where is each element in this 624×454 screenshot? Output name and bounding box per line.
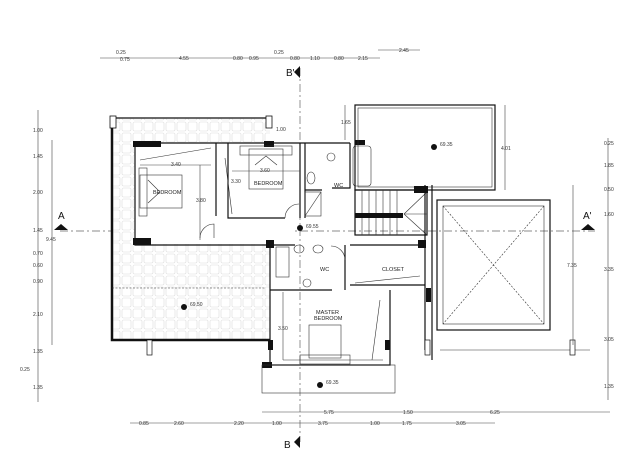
svg-text:0.70: 0.70 [33, 251, 43, 257]
svg-text:0.95: 0.95 [249, 56, 259, 62]
svg-text:1.50: 1.50 [403, 410, 413, 416]
svg-text:B': B' [286, 68, 295, 79]
svg-text:A: A [58, 211, 65, 222]
room-label: BEDROOM [314, 316, 343, 322]
svg-text:69.55: 69.55 [306, 224, 319, 230]
svg-text:9.45: 9.45 [46, 237, 56, 243]
svg-text:2.45: 2.45 [399, 48, 409, 54]
svg-text:1.35: 1.35 [604, 384, 614, 390]
svg-text:3.05: 3.05 [604, 337, 614, 343]
svg-text:2.10: 2.10 [33, 312, 43, 318]
svg-text:3.35: 3.35 [604, 267, 614, 273]
svg-text:A': A' [583, 211, 592, 222]
svg-text:0.25: 0.25 [116, 50, 126, 56]
svg-text:69.35: 69.35 [326, 380, 339, 386]
svg-text:0.80: 0.80 [233, 56, 243, 62]
svg-text:0.60: 0.60 [33, 263, 43, 269]
open-void [436, 199, 551, 331]
section-marker-b: B [284, 436, 300, 451]
svg-text:0.80: 0.80 [334, 56, 344, 62]
left-dimension-line: 1.00 1.45 2.00 1.45 0.70 0.60 0.90 2.10 … [20, 110, 56, 402]
svg-text:0.80: 0.80 [290, 56, 300, 62]
svg-text:1.00: 1.00 [272, 421, 282, 427]
room-label: WC [334, 183, 343, 189]
room-label: WC [320, 267, 329, 273]
svg-text:1.45: 1.45 [33, 154, 43, 160]
svg-text:B: B [284, 440, 291, 451]
svg-text:1.35: 1.35 [33, 385, 43, 391]
svg-text:1.85: 1.85 [604, 163, 614, 169]
right-dimension-line: 0.25 1.85 0.50 1.60 3.35 3.05 1.35 7.35 [567, 138, 614, 400]
svg-text:1.00: 1.00 [370, 421, 380, 427]
svg-text:3.75: 3.75 [318, 421, 328, 427]
inner-dimensions: 3.40 3.80 3.60 3.30 1.00 1.65 4.01 3.50 [140, 105, 511, 360]
svg-text:2.00: 2.00 [33, 190, 43, 196]
svg-text:6.25: 6.25 [490, 410, 500, 416]
bottom-dimension-line: 5.75 1.50 6.25 0.85 2.60 2.20 1.00 3.75 … [130, 410, 610, 427]
level-marker: 69.55 [297, 224, 319, 231]
room-label: CLOSET [382, 267, 405, 273]
room-label: BEDROOM [153, 190, 182, 196]
level-marker: 69.35 [431, 142, 453, 150]
svg-text:4.01: 4.01 [501, 146, 511, 152]
svg-text:1.00: 1.00 [276, 127, 286, 133]
svg-text:1.35: 1.35 [33, 349, 43, 355]
svg-text:0.25: 0.25 [20, 367, 30, 373]
svg-text:0.50: 0.50 [604, 187, 614, 193]
top-dimension-line: 0.25 0.75 4.55 0.80 0.95 0.25 0.80 1.10 … [100, 48, 420, 63]
level-marker: 69.35 [317, 380, 339, 388]
top-terrace [354, 104, 496, 191]
svg-text:1.00: 1.00 [33, 128, 43, 134]
svg-text:3.50: 3.50 [278, 326, 288, 332]
room-label: MASTER [316, 310, 339, 316]
master-suite [261, 185, 590, 394]
svg-text:0.25: 0.25 [274, 50, 284, 56]
svg-text:1.75: 1.75 [402, 421, 412, 427]
svg-text:2.60: 2.60 [174, 421, 184, 427]
staircase [354, 186, 428, 236]
svg-text:3.40: 3.40 [171, 162, 181, 168]
section-marker-a: A [54, 211, 68, 230]
svg-text:2.20: 2.20 [234, 421, 244, 427]
section-marker-b-prime: B' [286, 66, 300, 79]
svg-text:3.60: 3.60 [260, 168, 270, 174]
svg-text:0.25: 0.25 [604, 141, 614, 147]
level-marker: 69.50 [181, 302, 203, 310]
svg-text:3.30: 3.30 [231, 179, 241, 185]
svg-text:1.65: 1.65 [341, 120, 351, 126]
svg-text:3.80: 3.80 [196, 198, 206, 204]
svg-text:0.75: 0.75 [120, 57, 130, 63]
svg-text:7.35: 7.35 [567, 263, 577, 269]
svg-text:69.35: 69.35 [440, 142, 453, 148]
svg-text:1.45: 1.45 [33, 228, 43, 234]
svg-text:69.50: 69.50 [190, 302, 203, 308]
svg-text:4.55: 4.55 [179, 56, 189, 62]
svg-text:2.15: 2.15 [358, 56, 368, 62]
svg-text:1.10: 1.10 [310, 56, 320, 62]
svg-text:0.90: 0.90 [33, 279, 43, 285]
room-label: BEDROOM [254, 181, 283, 187]
svg-text:0.85: 0.85 [139, 421, 149, 427]
section-marker-a-prime: A' [581, 211, 595, 230]
svg-text:5.75: 5.75 [324, 410, 334, 416]
svg-text:1.60: 1.60 [604, 212, 614, 218]
svg-text:3.05: 3.05 [456, 421, 466, 427]
